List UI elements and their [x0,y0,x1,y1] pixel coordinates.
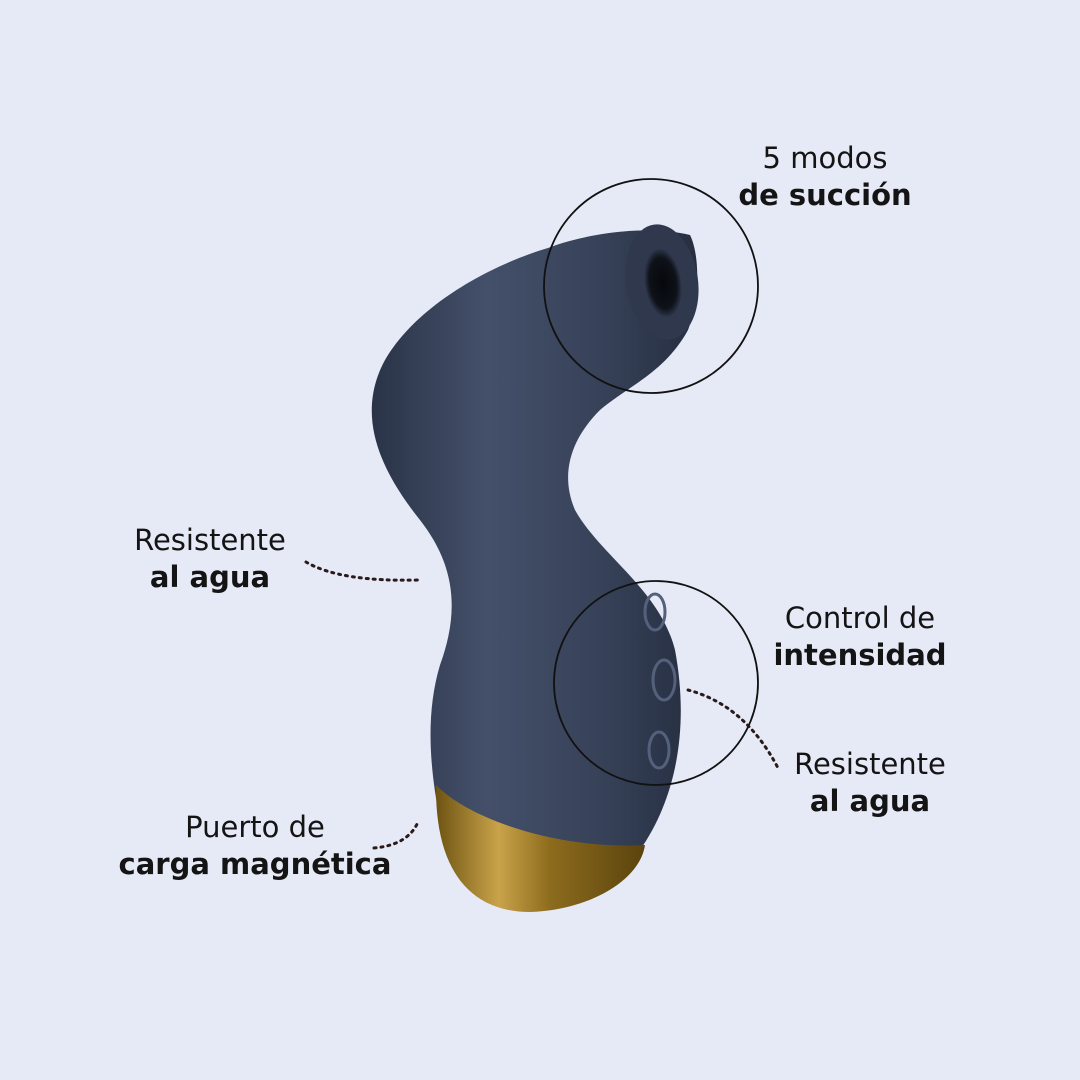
intensity-control-line2: intensidad [773,638,947,672]
magnetic-port-icon [435,785,645,912]
water-resistant-right-line1: Resistente [794,747,946,781]
water-resistant-left-line1: Resistente [134,523,286,557]
intensity-control-label: Control de intensidad [740,600,980,674]
suction-modes-label: 5 modos de succión [700,140,950,214]
intensity-callout-circle [553,580,759,786]
device-body [371,230,698,891]
magnetic-charging-line1: Puerto de [185,810,325,844]
leader-water-right [686,688,780,770]
suction-callout-circle [543,178,759,394]
leader-water-left [304,560,420,582]
water-resistant-label-right: Resistente al agua [780,746,960,820]
magnetic-charging-label: Puerto de carga magnética [95,809,415,883]
suction-modes-line2: de succión [738,178,912,212]
leader-charge [372,820,420,850]
intensity-control-line1: Control de [784,601,936,635]
water-resistant-label-left: Resistente al agua [95,522,325,596]
suction-hole [644,249,682,317]
magnetic-charging-line2: carga magnética [118,847,392,881]
suction-modes-line1: 5 modos [762,141,888,175]
water-resistant-left-line2: al agua [149,560,271,594]
button-icon [643,592,677,770]
water-resistant-right-line2: al agua [809,784,931,818]
